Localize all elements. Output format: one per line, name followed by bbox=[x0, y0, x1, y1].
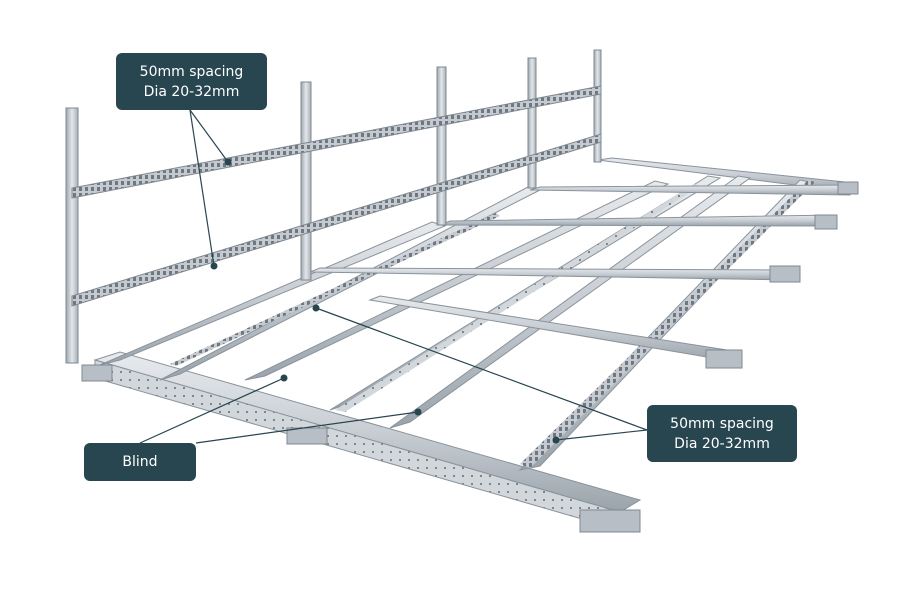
foot bbox=[81, 364, 113, 382]
leader-line bbox=[555, 429, 648, 441]
leader-line bbox=[189, 109, 215, 267]
post bbox=[527, 57, 537, 189]
foot bbox=[837, 181, 859, 195]
foot bbox=[286, 427, 328, 445]
callout-line2: Dia 20-32mm bbox=[143, 83, 240, 100]
upper-wall-rail bbox=[71, 85, 602, 199]
post bbox=[436, 66, 447, 226]
slotted-channel bbox=[335, 184, 700, 412]
toothed-channel bbox=[520, 180, 815, 468]
leader-line bbox=[315, 307, 648, 431]
leader-dot bbox=[210, 262, 218, 270]
foot bbox=[579, 509, 641, 533]
foot bbox=[769, 265, 801, 283]
leader-dot bbox=[224, 158, 232, 166]
leader-line bbox=[195, 411, 419, 444]
post bbox=[593, 49, 602, 163]
post bbox=[65, 107, 79, 364]
floor-rails bbox=[93, 157, 856, 531]
leader-dot bbox=[552, 436, 560, 444]
callout-line2: Dia 20-32mm bbox=[674, 435, 770, 452]
leader-dots bbox=[210, 158, 560, 444]
toothed-floor-channels bbox=[170, 180, 815, 468]
cross-beam bbox=[389, 175, 752, 429]
post bbox=[300, 81, 312, 281]
rung bbox=[439, 214, 836, 227]
lower-wall-rail bbox=[71, 133, 602, 307]
leader-dot bbox=[414, 408, 422, 416]
callout-line1: 50mm spacing bbox=[139, 63, 244, 80]
leader-line bbox=[139, 377, 285, 444]
callout-floor-spacing: 50mm spacing Dia 20-32mm bbox=[647, 405, 797, 462]
leader-dot bbox=[312, 304, 320, 312]
leader-dot bbox=[280, 374, 288, 382]
callout-label: Blind bbox=[122, 454, 158, 470]
callout-blind: Blind bbox=[84, 443, 196, 481]
callout-line1: 50mm spacing bbox=[670, 415, 774, 432]
foot bbox=[814, 214, 838, 230]
leader-lines bbox=[139, 109, 648, 444]
wall-rails bbox=[71, 85, 602, 307]
callout-wall-spacing: 50mm spacing Dia 20-32mm bbox=[116, 53, 267, 110]
toothed-channel bbox=[170, 213, 500, 366]
cross-beam bbox=[244, 180, 670, 381]
leader-line bbox=[189, 109, 229, 163]
support-feet bbox=[81, 181, 859, 533]
foot bbox=[705, 349, 743, 369]
